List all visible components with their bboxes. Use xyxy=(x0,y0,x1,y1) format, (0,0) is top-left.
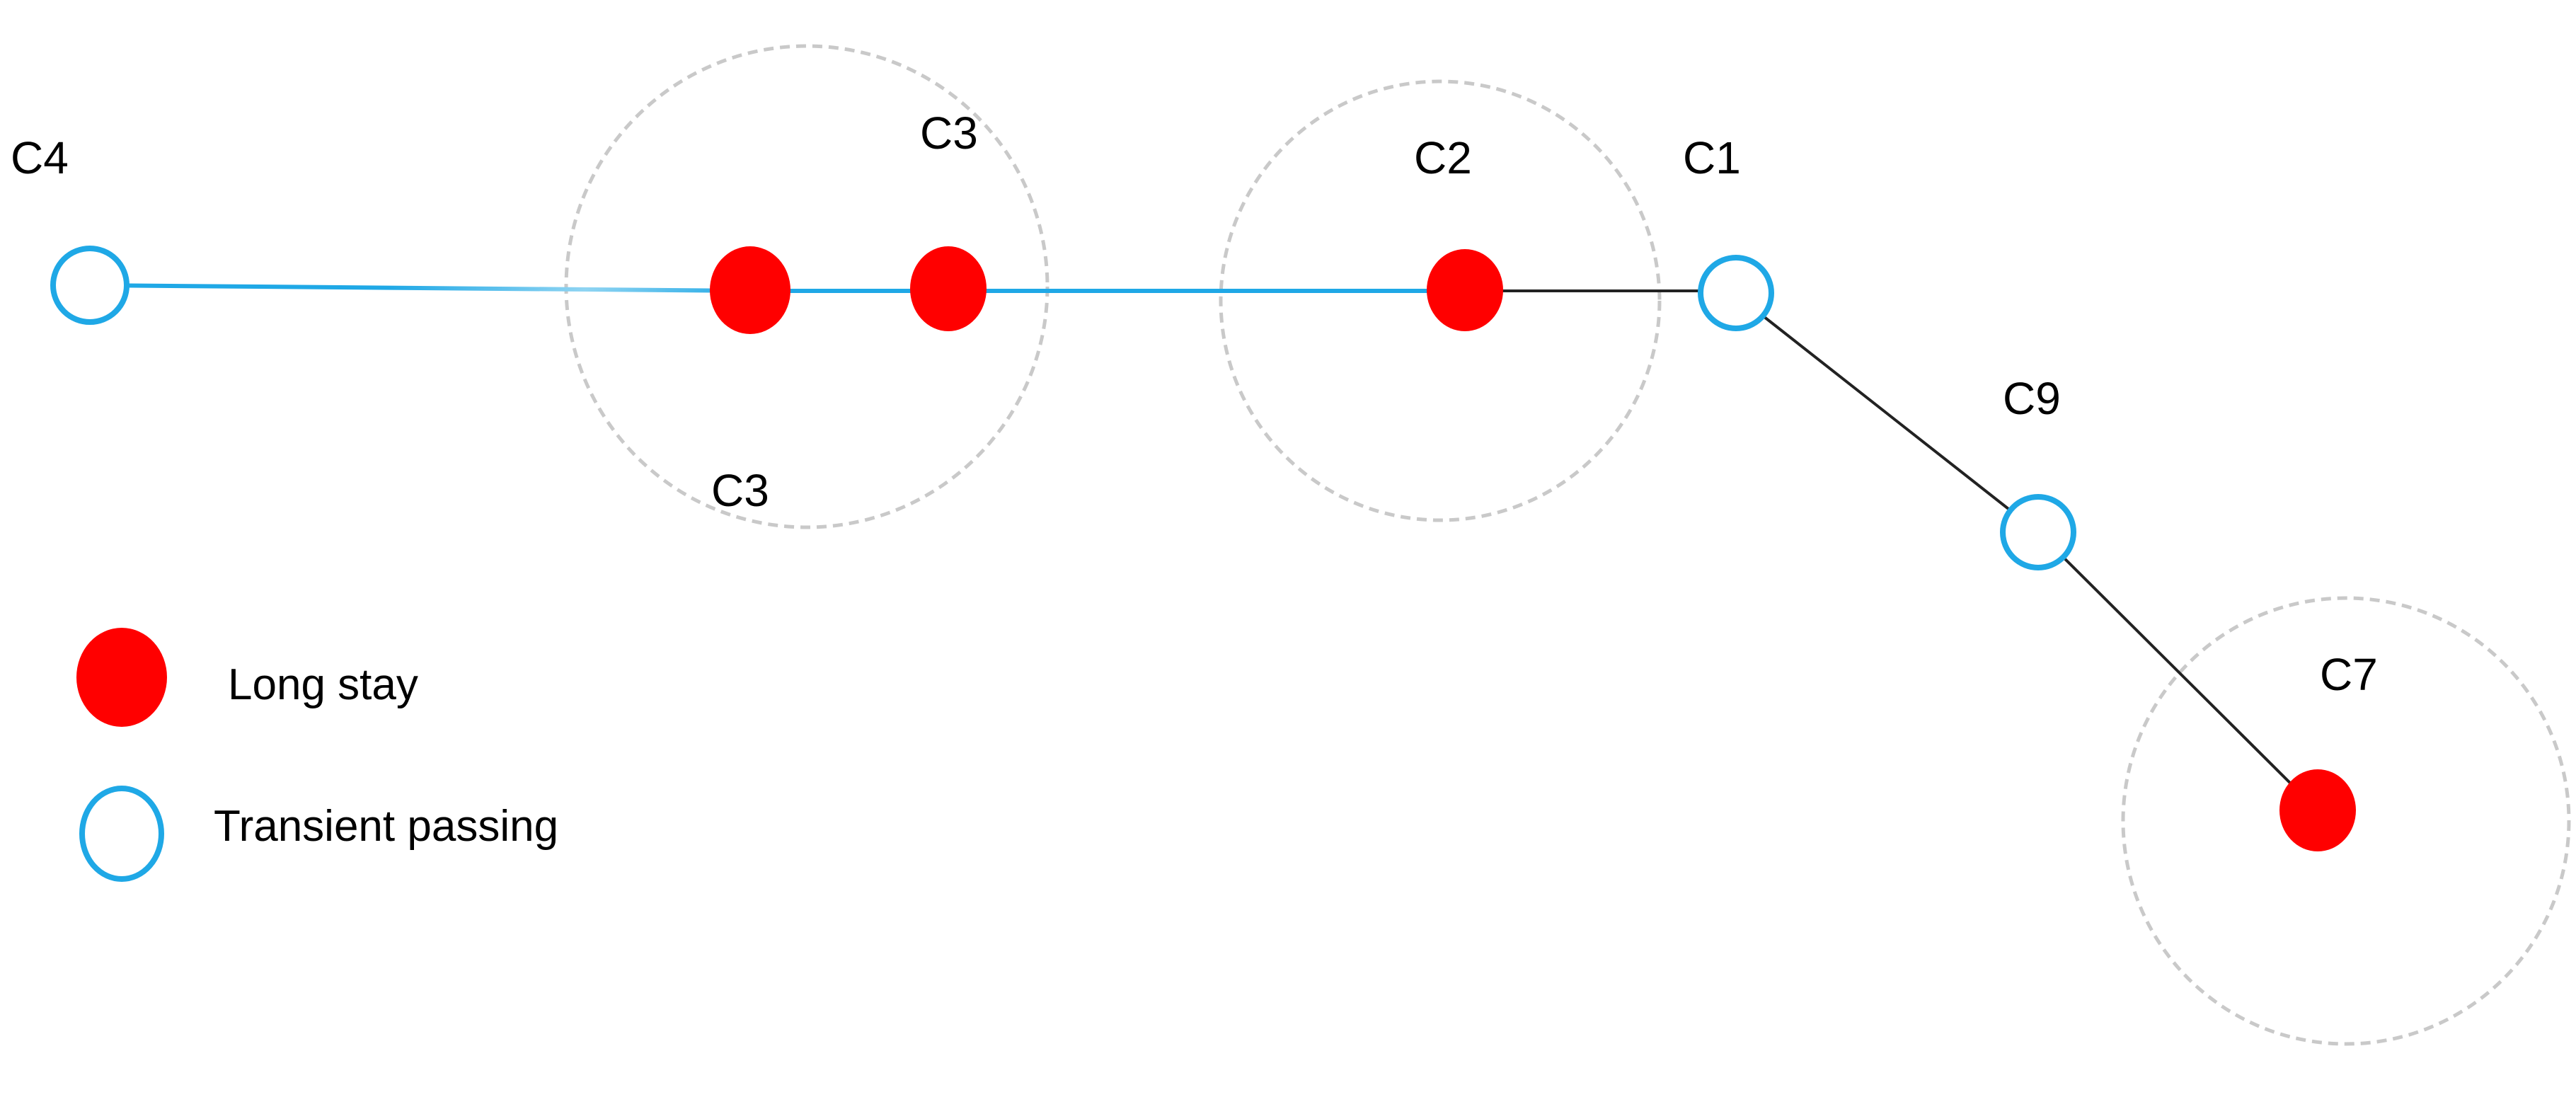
long-stay-node-c7 xyxy=(2279,769,2356,851)
path-segment-c1-c9 xyxy=(1736,294,2040,534)
node-label-c1: C1 xyxy=(1683,132,1741,183)
path-segment-c4-c3 xyxy=(91,283,751,293)
long-stay-node-c2 xyxy=(1427,249,1503,331)
path-segment-c9-c7 xyxy=(2037,531,2319,812)
node-label-c9: C9 xyxy=(2003,373,2061,424)
node-label-c7: C7 xyxy=(2320,649,2378,700)
long-stay-node-c3-left xyxy=(710,246,790,334)
node-label-c3-lower: C3 xyxy=(711,465,769,516)
legend: Long stay Transient passing xyxy=(76,628,558,882)
legend-transient-label: Transient passing xyxy=(214,802,558,851)
legend-long-stay-label: Long stay xyxy=(228,660,418,709)
transient-node-c4 xyxy=(50,246,130,325)
cluster-ring-c3 xyxy=(564,44,1050,529)
cluster-ring-c2 xyxy=(1219,79,1662,522)
legend-transient-marker xyxy=(79,786,164,882)
cluster-ring-c7 xyxy=(2121,596,2571,1046)
node-label-c2: C2 xyxy=(1414,132,1472,183)
legend-long-stay-marker xyxy=(76,628,167,727)
long-stay-node-c3-right xyxy=(910,246,987,331)
node-label-c3-upper: C3 xyxy=(920,108,978,159)
node-label-c4: C4 xyxy=(11,132,69,183)
transient-node-c1 xyxy=(1698,255,1774,331)
transient-node-c9 xyxy=(2000,494,2076,570)
